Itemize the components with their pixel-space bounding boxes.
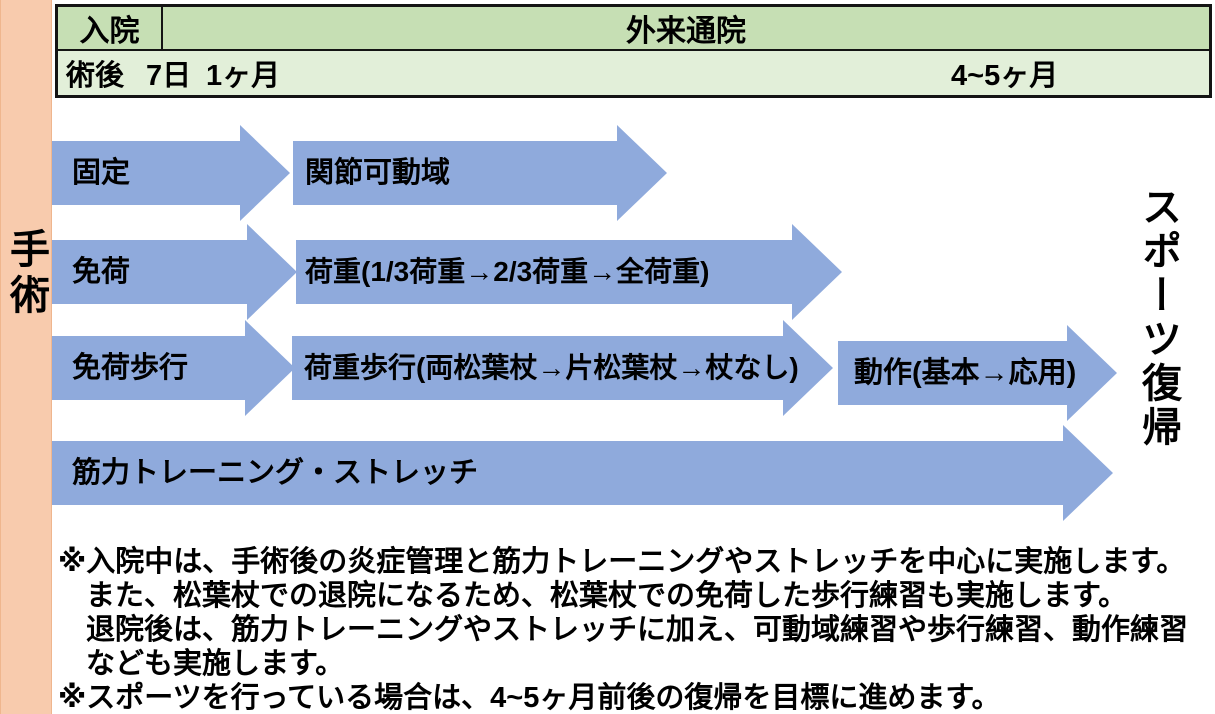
arrow-movement-training-label: 動作(基本→応用): [854, 356, 1077, 389]
arrow-non-weight-bearing-label: 免荷: [72, 255, 131, 288]
time-label-post-op: 術後: [66, 60, 125, 92]
note-line-inpatient: ※入院中は、手術後の炎症管理と筋力トレーニングやストレッチを中心に実施します。: [58, 546, 1186, 578]
timeline-header-table: 入院 外来通院 術後 7日 1ヶ月 4~5ヶ月: [55, 4, 1212, 98]
note-line-post-discharge-cont: なども実施します。: [86, 648, 345, 680]
sports-return-goal-label: スポーツ復帰: [1136, 186, 1180, 450]
phase-cell-outpatient: 外来通院: [626, 15, 746, 48]
arrow-strength-training-label: 筋力トレーニング・ストレッチ: [72, 456, 479, 489]
note-line-sports-goal: ※スポーツを行っている場合は、4~5ヶ月前後の復帰を目標に進めます。: [58, 682, 1001, 714]
arrow-joint-rom: 関節可動域: [293, 125, 667, 221]
arrow-non-weight-bearing-walking: 免荷歩行: [52, 320, 295, 416]
note-line-post-discharge: 退院後は、筋力トレーニングやストレッチに加え、可動域練習や歩行練習、動作練習: [86, 614, 1189, 646]
phase-cell-inpatient: 入院: [58, 7, 163, 49]
notes-block: ※入院中は、手術後の炎症管理と筋力トレーニングやストレッチを中心に実施します。 …: [58, 545, 1210, 714]
arrow-joint-rom-label: 関節可動域: [305, 156, 451, 189]
arrow-weight-bearing: 荷重(1/3荷重→2/3荷重→全荷重): [296, 224, 842, 320]
arrow-weight-bearing-walking: 荷重歩行(両松葉杖→片松葉杖→杖なし): [292, 320, 833, 416]
surgery-phase-bar: 手術: [0, 0, 52, 714]
arrow-non-weight-bearing: 免荷: [52, 224, 297, 320]
time-label-day-7: 7日: [146, 60, 192, 92]
arrow-weight-bearing-label: 荷重(1/3荷重→2/3荷重→全荷重): [305, 256, 710, 287]
note-line-crutch-discharge: また、松葉杖での退院になるため、松葉杖での免荷した歩行練習も実施します。: [86, 580, 1128, 612]
phase-row: 入院 外来通院: [58, 7, 1209, 51]
arrow-strength-training: 筋力トレーニング・ストレッチ: [52, 425, 1113, 521]
time-axis-row: 術後 7日 1ヶ月 4~5ヶ月: [58, 51, 1209, 95]
arrow-movement-training: 動作(基本→応用): [838, 325, 1117, 421]
time-label-month-1: 1ヶ月: [206, 60, 281, 92]
arrow-non-weight-bearing-walking-label: 免荷歩行: [72, 351, 189, 384]
surgery-phase-label: 手術: [4, 228, 48, 320]
arrow-fixation: 固定: [52, 125, 290, 221]
arrow-weight-bearing-walking-label: 荷重歩行(両松葉杖→片松葉杖→杖なし): [304, 352, 799, 383]
arrow-fixation-label: 固定: [72, 156, 131, 189]
time-label-month-4-5: 4~5ヶ月: [951, 60, 1059, 92]
